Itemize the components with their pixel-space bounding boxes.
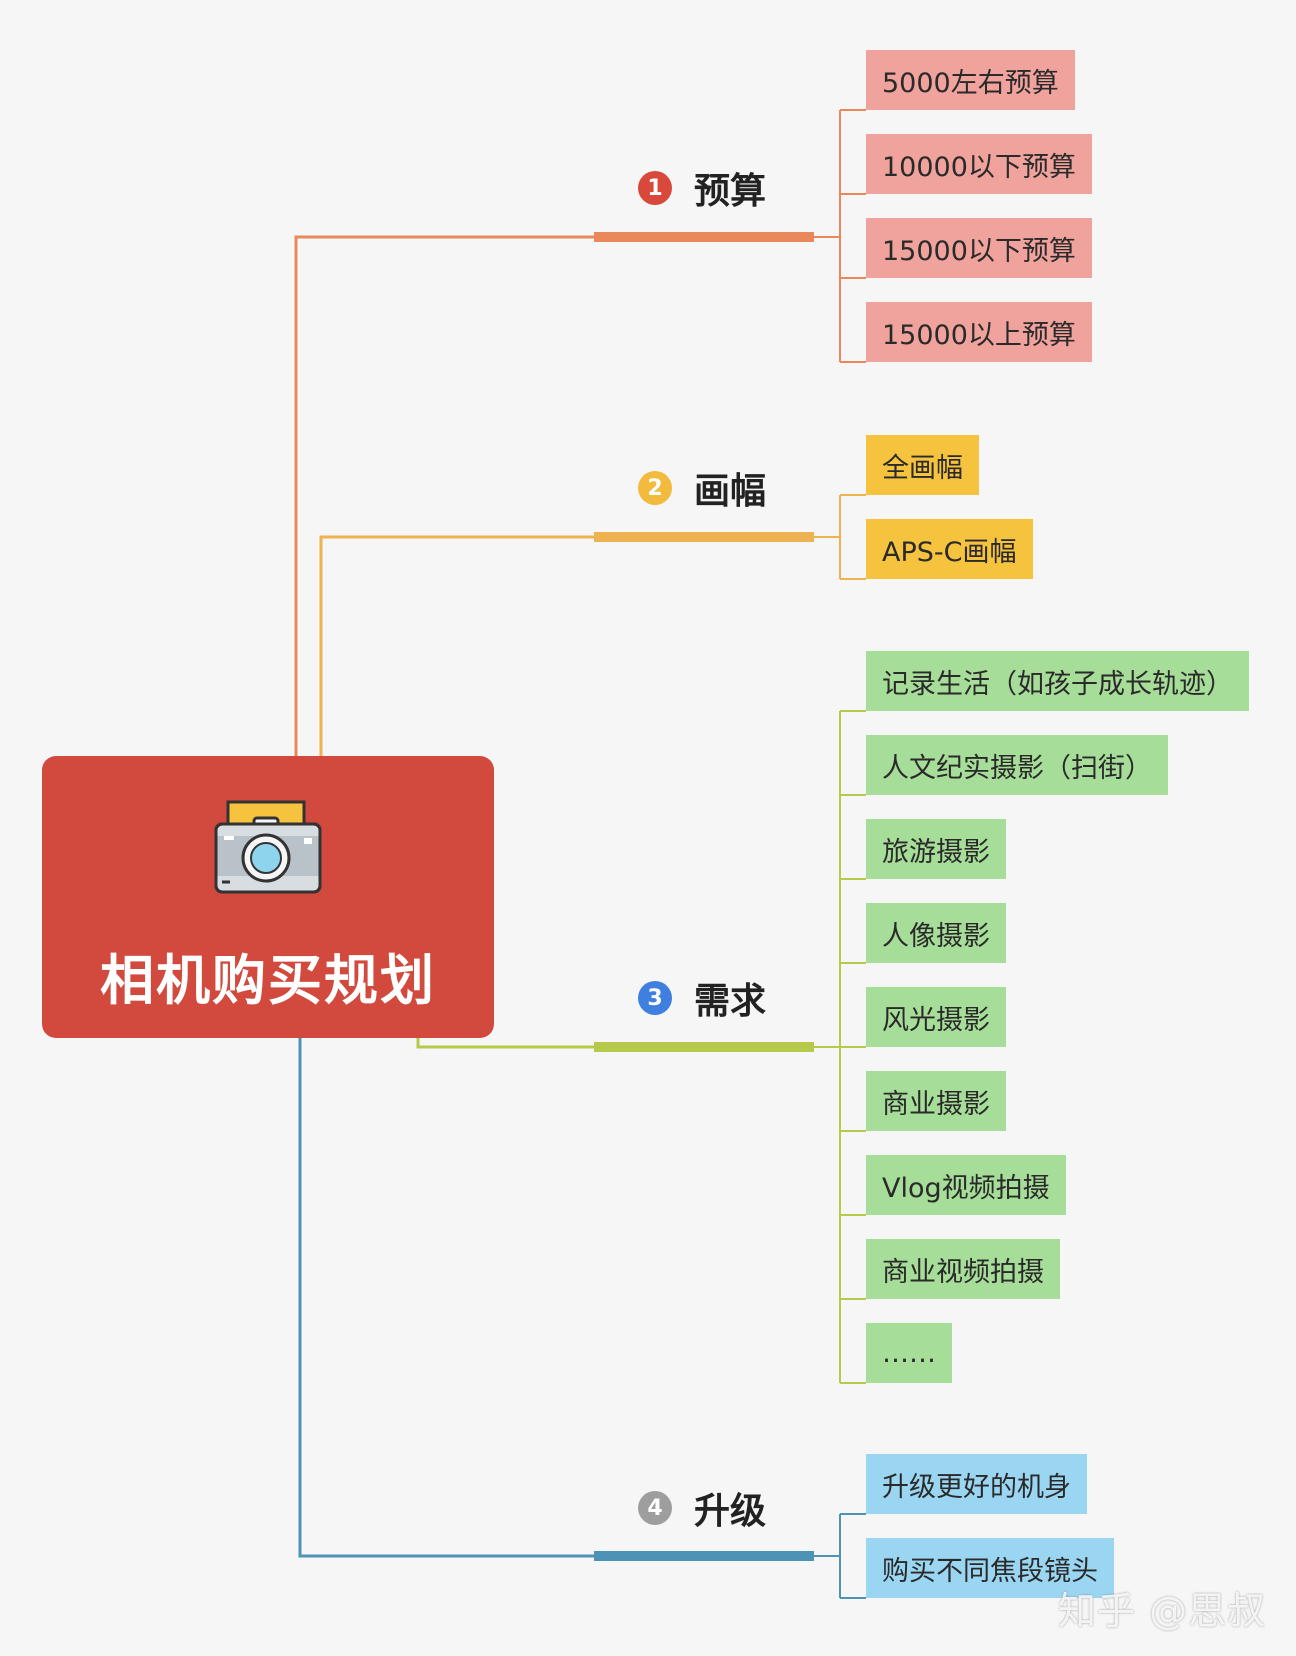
connector-needs xyxy=(416,710,866,1384)
branch-label-format: 画幅 xyxy=(694,471,767,512)
root-node[interactable]: 相机购买规划 xyxy=(42,756,494,1038)
leaf-budget-3[interactable]: 15000以下预算 xyxy=(866,218,1092,278)
leaf-budget-2[interactable]: 10000以下预算 xyxy=(866,134,1092,194)
leaf-needs-8[interactable]: 商业视频拍摄 xyxy=(866,1239,1060,1299)
leaf-budget-4[interactable]: 15000以上预算 xyxy=(866,302,1092,362)
leaf-needs-1[interactable]: 记录生活（如孩子成长轨迹） xyxy=(866,651,1249,711)
number-badge-3: 3 xyxy=(638,981,672,1015)
leaf-needs-3[interactable]: 旅游摄影 xyxy=(866,819,1006,879)
branch-label-upgrade: 升级 xyxy=(694,1491,767,1532)
number-badge-2: 2 xyxy=(638,471,672,505)
number-badge-1: 1 xyxy=(638,171,672,205)
leaf-needs-6[interactable]: 商业摄影 xyxy=(866,1071,1006,1131)
leaf-needs-5[interactable]: 风光摄影 xyxy=(866,987,1006,1047)
branch-needs[interactable]: 3 需求 xyxy=(638,976,766,1022)
root-title: 相机购买规划 xyxy=(100,949,436,1012)
leaf-upgrade-2[interactable]: 购买不同焦段镜头 xyxy=(866,1538,1114,1598)
branch-budget[interactable]: 1 预算 xyxy=(638,166,766,212)
leaf-needs-2[interactable]: 人文纪实摄影（扫街） xyxy=(866,735,1168,795)
branch-format[interactable]: 2 画幅 xyxy=(638,466,766,512)
connector-upgrade xyxy=(298,1038,866,1599)
leaf-upgrade-1[interactable]: 升级更好的机身 xyxy=(866,1454,1087,1514)
branch-label-budget: 预算 xyxy=(694,171,767,212)
watermark: 知乎 @思叔 xyxy=(1058,1589,1267,1633)
leaf-format-2[interactable]: APS-C画幅 xyxy=(866,519,1033,579)
branch-upgrade[interactable]: 4 升级 xyxy=(638,1486,766,1532)
connector-format xyxy=(319,494,866,756)
leaf-needs-9[interactable]: …… xyxy=(866,1323,952,1383)
leaf-budget-1[interactable]: 5000左右预算 xyxy=(866,50,1075,110)
leaf-needs-7[interactable]: Vlog视频拍摄 xyxy=(866,1155,1066,1215)
connector-budget xyxy=(294,109,866,756)
number-badge-4: 4 xyxy=(638,1491,672,1525)
branch-label-needs: 需求 xyxy=(694,981,767,1022)
camera-icon xyxy=(214,800,322,894)
leaf-format-1[interactable]: 全画幅 xyxy=(866,435,979,495)
leaf-needs-4[interactable]: 人像摄影 xyxy=(866,903,1006,963)
